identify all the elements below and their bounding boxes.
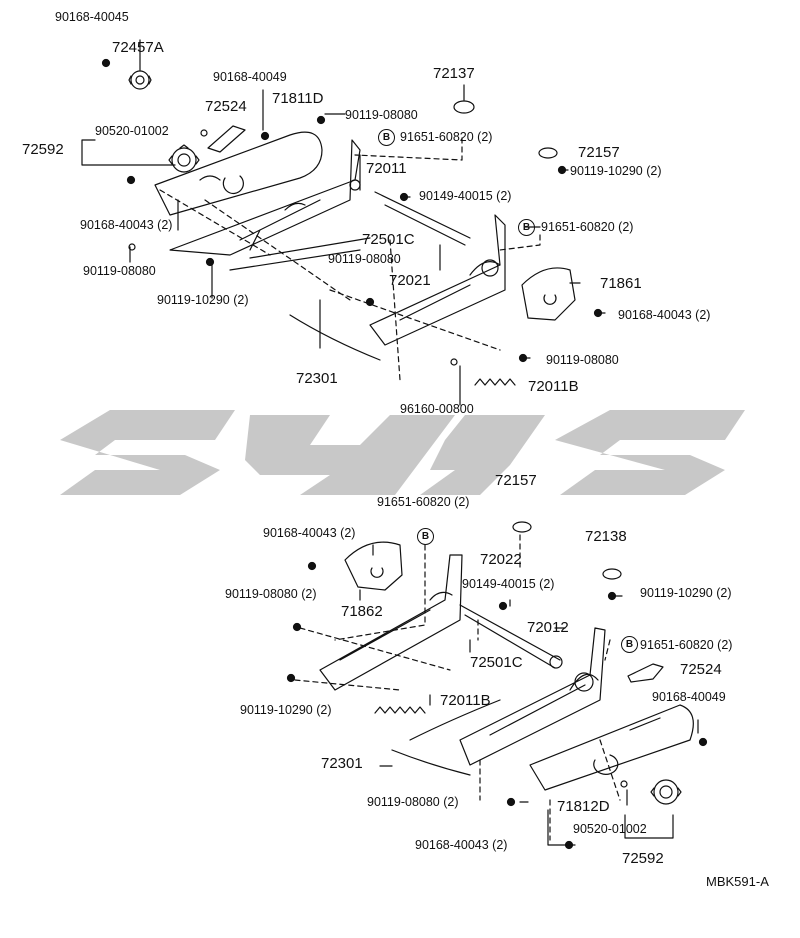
part-label-96160-00800: 96160-00800	[400, 402, 474, 416]
bracket-71862	[344, 541, 403, 591]
bolt-symbol-upper-2: B	[518, 219, 535, 236]
part-label-72137: 72137	[433, 65, 475, 82]
watermark-logo	[60, 410, 745, 495]
part-label-90119-08080-lower-b: 90119-08080 (2)	[367, 795, 459, 809]
part-label-72012: 72012	[527, 619, 569, 636]
cross-rod-72501c-lower	[459, 604, 561, 669]
cable-72301-upper	[289, 314, 381, 361]
part-label-72022: 72022	[480, 551, 522, 568]
part-label-90119-08080-d: 90119-08080	[546, 353, 619, 367]
part-label-90119-08080-b: 90119-08080	[328, 252, 401, 266]
part-label-72524-lower: 72524	[680, 661, 722, 678]
part-label-90119-08080-c: 90119-08080	[83, 264, 156, 278]
part-label-72011b-lower: 72011B	[440, 692, 491, 709]
part-label-72592: 72592	[22, 141, 64, 158]
part-label-91651-60820-lower-b: 91651-60820 (2)	[640, 638, 733, 652]
lower-assembly-drawing	[286, 521, 708, 850]
cross-rod-72501c	[374, 191, 471, 246]
part-label-90168-40043-a: 90168-40043 (2)	[80, 218, 173, 232]
dial-72592-lower	[650, 779, 682, 805]
part-label-90168-40043-b: 90168-40043 (2)	[618, 308, 711, 322]
part-label-90520-01002: 90520-01002	[95, 124, 169, 138]
part-label-72157-lower: 72157	[495, 472, 537, 489]
spring-72011b-lower	[374, 706, 426, 714]
part-label-72457a: 72457A	[112, 39, 164, 56]
cable-72301-lower	[391, 699, 501, 776]
dial-72592-upper	[168, 144, 200, 173]
part-label-91651-60820-a: 91651-60820 (2)	[400, 130, 493, 144]
part-label-90119-10290-a: 90119-10290 (2)	[570, 164, 662, 178]
part-label-72301-lower: 72301	[321, 755, 363, 772]
part-label-91651-60820-lower-a: 91651-60820 (2)	[377, 495, 470, 509]
rail-72011	[169, 139, 361, 256]
part-label-72592-lower: 72592	[622, 850, 664, 867]
part-label-90149-40015: 90149-40015 (2)	[419, 189, 512, 203]
part-label-90119-08080-lower-a: 90119-08080 (2)	[225, 587, 317, 601]
spring-72011b-upper	[474, 378, 516, 386]
part-label-91651-60820-b: 91651-60820 (2)	[541, 220, 634, 234]
rail-72022	[319, 554, 463, 691]
cover-72524	[207, 125, 246, 153]
part-label-90119-10290-lower-b: 90119-10290 (2)	[240, 703, 332, 717]
part-label-90168-40049: 90168-40049	[213, 70, 287, 84]
part-label-71861: 71861	[600, 275, 642, 292]
part-label-72021: 72021	[389, 272, 431, 289]
part-label-71811d: 71811D	[272, 90, 324, 107]
part-label-71812d: 71812D	[557, 798, 610, 815]
part-label-72011b: 72011B	[528, 378, 579, 395]
part-label-90119-08080-a: 90119-08080	[345, 108, 418, 122]
cap-72137	[453, 100, 475, 114]
cover-72524-lower	[627, 663, 664, 683]
part-label-90168-40049-lower: 90168-40049	[652, 690, 726, 704]
part-label-90168-40045: 90168-40045	[55, 10, 129, 24]
part-label-72138: 72138	[585, 528, 627, 545]
part-label-72011: 72011	[366, 160, 407, 177]
side-cover-71812d	[529, 704, 694, 791]
part-label-72501c-lower: 72501C	[470, 654, 523, 671]
side-cover-71811d	[154, 131, 323, 216]
part-label-90119-10290-b: 90119-10290 (2)	[157, 293, 249, 307]
part-label-90149-40015-lower: 90149-40015 (2)	[462, 577, 555, 591]
part-label-90119-10290-lower-a: 90119-10290 (2)	[640, 586, 732, 600]
part-label-90520-01002-lower: 90520-01002	[573, 822, 647, 836]
upper-assembly-drawing	[81, 39, 606, 406]
part-label-72524: 72524	[205, 98, 247, 115]
bolt-symbol-lower-1: B	[417, 528, 434, 545]
part-label-71862: 71862	[341, 603, 383, 620]
bolt-symbol-lower-2: B	[621, 636, 638, 653]
part-label-72501c: 72501C	[362, 231, 415, 248]
part-label-72157: 72157	[578, 144, 620, 161]
bolt-symbol-upper-1: B	[378, 129, 395, 146]
part-label-90168-40043-lower-a: 90168-40043 (2)	[263, 526, 356, 540]
diagram-code: MBK591-A	[706, 874, 769, 889]
bracket-71861	[521, 267, 576, 321]
part-label-90168-40043-lower-b: 90168-40043 (2)	[415, 838, 508, 852]
knob-72457a	[128, 70, 152, 90]
part-label-72301: 72301	[296, 370, 338, 387]
